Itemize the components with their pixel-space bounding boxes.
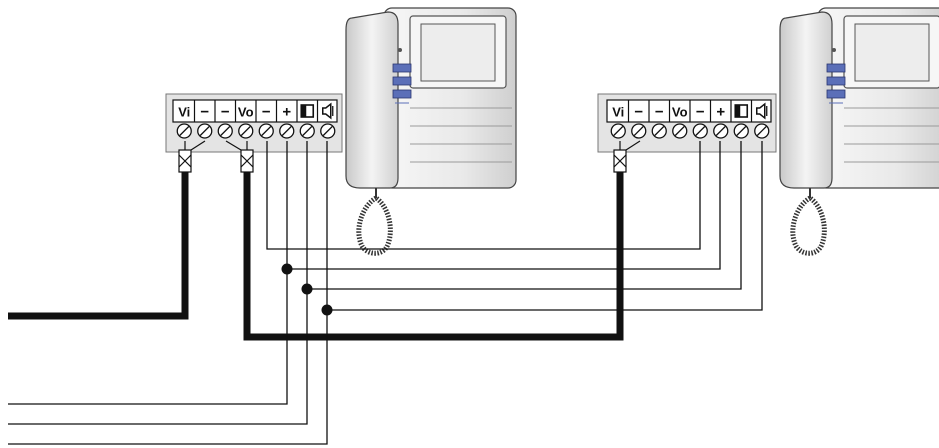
coax-link-cable	[243, 172, 624, 341]
monitor-speaker-grille	[410, 107, 512, 163]
terminal-screw[interactable]	[258, 123, 274, 139]
coax-connector-left-vi	[178, 140, 206, 173]
blank-button[interactable]	[392, 89, 412, 99]
monitor-screen	[420, 23, 496, 82]
junction-dot	[301, 283, 313, 295]
terminal-label: −	[200, 104, 209, 121]
terminal-screw[interactable]	[672, 123, 688, 139]
blank-button[interactable]	[826, 89, 846, 99]
monitor-screen	[854, 23, 930, 82]
led-indicator	[832, 48, 836, 52]
light-button[interactable]	[392, 76, 412, 86]
coax-connector-right-vi	[613, 140, 641, 173]
light-button[interactable]	[826, 76, 846, 86]
coax-connector-left-vo	[225, 140, 254, 173]
terminal-label: Vo	[238, 105, 254, 120]
terminal-label: −	[655, 104, 664, 121]
door-release-icon	[734, 104, 749, 118]
key-button[interactable]	[826, 63, 846, 73]
coax-input-cable	[8, 172, 189, 320]
terminal-label: +	[282, 104, 291, 121]
terminal-label: −	[696, 104, 705, 121]
terminal-label: −	[262, 104, 271, 121]
terminal-label: −	[221, 104, 230, 121]
terminal-screw[interactable]	[299, 123, 315, 139]
led-indicator	[398, 48, 402, 52]
terminal-screw[interactable]	[754, 123, 770, 139]
terminal-screw[interactable]	[320, 123, 336, 139]
coiled-cord	[356, 195, 393, 256]
speaker-icon	[756, 102, 768, 120]
terminal-screw[interactable]	[692, 123, 708, 139]
key-button[interactable]	[392, 63, 412, 73]
terminal-label: Vo	[672, 105, 688, 120]
handset	[345, 11, 399, 189]
monitor-speaker-grille	[844, 107, 939, 163]
wire-junctions	[281, 263, 333, 316]
terminal-screw[interactable]	[217, 123, 233, 139]
terminal-screw[interactable]	[651, 123, 667, 139]
junction-dot	[281, 263, 293, 275]
terminal-label: Vi	[612, 105, 624, 120]
terminal-label: Vi	[178, 105, 190, 120]
junction-dot	[321, 304, 333, 316]
terminal-screw[interactable]	[238, 123, 254, 139]
coiled-cord	[790, 195, 827, 256]
terminal-label-strip	[606, 99, 772, 123]
handset	[779, 11, 833, 189]
terminal-screw[interactable]	[176, 123, 192, 139]
monitor-1	[345, 7, 517, 256]
terminal-label: +	[716, 104, 725, 121]
terminal-label-strip	[172, 99, 338, 123]
speaker-icon	[322, 102, 334, 120]
terminal-screw[interactable]	[631, 123, 647, 139]
terminal-screw[interactable]	[197, 123, 213, 139]
terminal-screw[interactable]	[713, 123, 729, 139]
door-release-icon	[300, 104, 315, 118]
terminal-screw[interactable]	[733, 123, 749, 139]
terminal-screw[interactable]	[279, 123, 295, 139]
terminal-block-left: Vi−−Vo−+	[165, 93, 343, 153]
terminal-screw[interactable]	[610, 123, 626, 139]
bus-wires	[8, 141, 763, 445]
terminal-label: −	[634, 104, 643, 121]
terminal-block-right: Vi−−Vo−+	[597, 93, 777, 153]
monitor-2	[779, 7, 939, 256]
coax-cables	[8, 172, 624, 341]
